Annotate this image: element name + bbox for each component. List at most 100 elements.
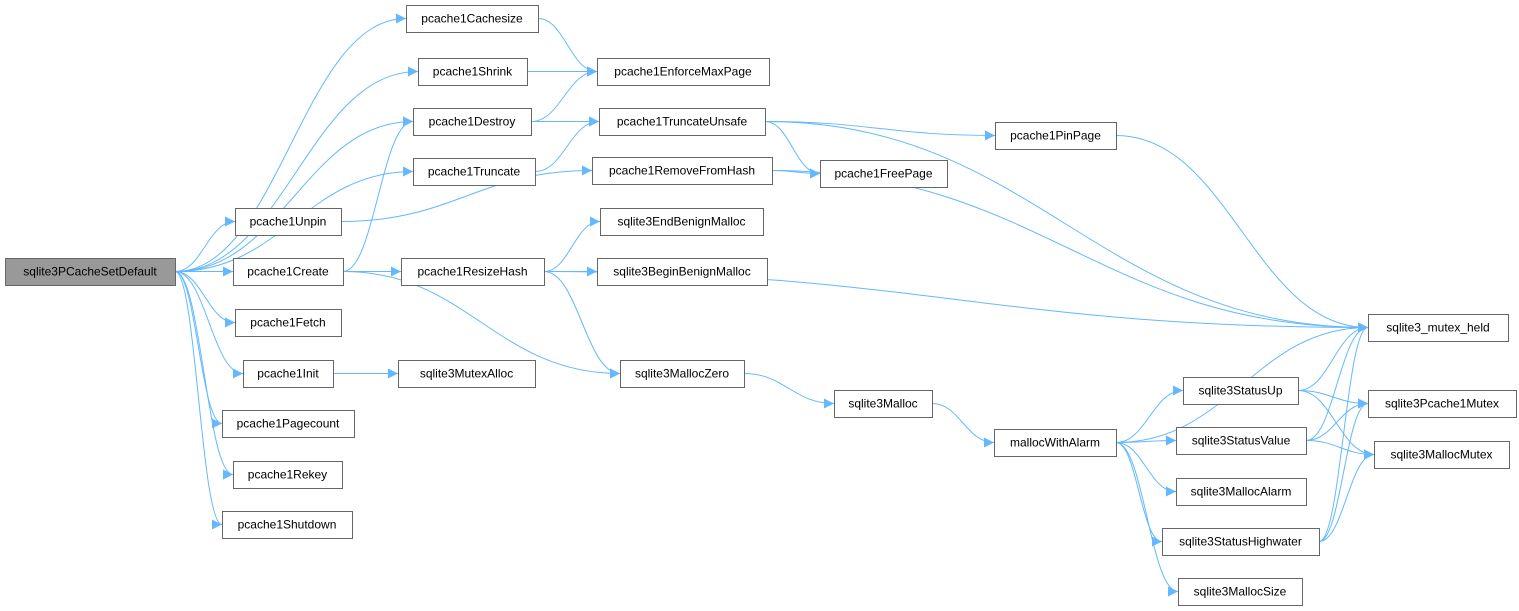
node-fetch[interactable]: pcache1Fetch (235, 309, 342, 337)
edge-truncunsafe-to-pinpage (764, 121, 996, 141)
edge-root-to-destroy (174, 116, 414, 272)
node-mutexheld[interactable]: sqlite3_mutex_held (1368, 314, 1509, 342)
edge-root-to-fetch (174, 271, 236, 328)
node-create[interactable]: pcache1Create (233, 258, 344, 286)
node-create-box (233, 258, 344, 286)
edge-mallocwithalarm-to-mallocalarm (1115, 442, 1177, 497)
node-statushighwater[interactable]: sqlite3StatusHighwater (1162, 528, 1320, 556)
edge-create-to-destroy (342, 116, 414, 272)
edge-malloc-to-mallocwithalarm (931, 403, 995, 448)
node-endbenign[interactable]: sqlite3EndBenignMalloc (600, 208, 764, 236)
node-mallocwithalarm-label: mallocWithAlarm (1010, 436, 1100, 450)
node-enforce[interactable]: pcache1EnforceMaxPage (597, 58, 770, 86)
node-malloczero-label: sqlite3MallocZero (635, 367, 729, 381)
node-resizehash[interactable]: pcache1ResizeHash (401, 258, 545, 286)
node-malloc-label: sqlite3Malloc (848, 397, 917, 411)
node-truncate-label: pcache1Truncate (428, 165, 521, 179)
node-freepage-box (820, 160, 948, 188)
node-pinpage[interactable]: pcache1PinPage (995, 122, 1117, 150)
node-malloczero-box (620, 360, 745, 388)
node-mutexheld-box (1368, 314, 1509, 342)
node-pcache1mutex[interactable]: sqlite3Pcache1Mutex (1368, 390, 1517, 418)
node-truncunsafe[interactable]: pcache1TruncateUnsafe (599, 108, 766, 136)
node-shrink[interactable]: pcache1Shrink (418, 58, 528, 86)
node-shutdown[interactable]: pcache1Shutdown (222, 511, 353, 539)
node-statushighwater-label: sqlite3StatusHighwater (1179, 535, 1302, 549)
node-shutdown-label: pcache1Shutdown (238, 518, 337, 532)
edge-pinpage-to-mutexheld (1115, 135, 1369, 333)
node-pinpage-box (995, 122, 1117, 150)
node-unpin[interactable]: pcache1Unpin (235, 208, 342, 236)
node-mallocmutex[interactable]: sqlite3MallocMutex (1374, 441, 1510, 469)
edge-cachesize-to-enforce (537, 18, 598, 77)
nodes-layer: sqlite3PCacheSetDefault pcache1Cachesize p… (5, 5, 1517, 606)
edge-statusup-to-mutexheld (1297, 322, 1369, 391)
node-root[interactable]: sqlite3PCacheSetDefault (5, 258, 176, 286)
node-destroy-box (413, 108, 532, 136)
node-pagecount-label: pcache1Pagecount (237, 417, 340, 431)
node-cachesize[interactable]: pcache1Cachesize (406, 5, 539, 33)
node-malloczero[interactable]: sqlite3MallocZero (620, 360, 745, 388)
edge-mallocwithalarm-to-statusvalue (1115, 435, 1177, 446)
node-malloc-box (834, 390, 933, 418)
node-destroy-label: pcache1Destroy (429, 115, 516, 129)
edge-destroy-to-enforce (530, 66, 598, 122)
edge-mallocwithalarm-to-statusup (1115, 385, 1184, 443)
node-mallocwithalarm-box (994, 429, 1117, 457)
node-removehash[interactable]: pcache1RemoveFromHash (592, 157, 773, 185)
node-unpin-label: pcache1Unpin (250, 215, 327, 229)
edge-resizehash-to-malloczero (543, 271, 621, 379)
node-unpin-box (235, 208, 342, 236)
node-mutexalloc-box (398, 360, 536, 388)
node-pinpage-label: pcache1PinPage (1010, 129, 1101, 143)
node-endbenign-label: sqlite3EndBenignMalloc (617, 215, 745, 229)
edge-statushighwater-to-pcache1mutex (1318, 398, 1369, 542)
node-beginbenign-box (597, 258, 768, 286)
edge-statushighwater-to-mutexheld (1318, 322, 1369, 542)
node-removehash-box (592, 157, 773, 185)
node-beginbenign-label: sqlite3BeginBenignMalloc (613, 265, 750, 279)
node-mallocwithalarm[interactable]: mallocWithAlarm (994, 429, 1117, 457)
node-shutdown-box (222, 511, 353, 539)
node-mallocalarm[interactable]: sqlite3MallocAlarm (1176, 478, 1307, 506)
edge-truncunsafe-to-freepage (764, 121, 821, 179)
edge-root-to-shutdown (174, 271, 223, 530)
node-freepage[interactable]: pcache1FreePage (820, 160, 948, 188)
node-cachesize-label: pcache1Cachesize (421, 12, 523, 26)
node-statushighwater-box (1162, 528, 1320, 556)
edge-root-to-pagecount (174, 271, 223, 429)
node-mallocmutex-box (1374, 441, 1510, 469)
edge-statushighwater-to-mallocmutex (1318, 449, 1375, 542)
node-mallocsize[interactable]: sqlite3MallocSize (1178, 578, 1303, 606)
node-init[interactable]: pcache1Init (243, 360, 334, 388)
node-cachesize-box (406, 5, 539, 33)
node-resizehash-box (401, 258, 545, 286)
edges-layer (174, 13, 1375, 597)
node-rekey[interactable]: pcache1Rekey (233, 461, 343, 489)
node-beginbenign[interactable]: sqlite3BeginBenignMalloc (597, 258, 768, 286)
node-truncate[interactable]: pcache1Truncate (413, 158, 536, 186)
node-malloc[interactable]: sqlite3Malloc (834, 390, 933, 418)
edge-removehash-to-mutexheld (771, 170, 1369, 333)
node-mutexalloc[interactable]: sqlite3MutexAlloc (398, 360, 536, 388)
edge-root-to-init (174, 271, 244, 379)
node-root-label: sqlite3PCacheSetDefault (23, 265, 157, 279)
edge-resizehash-to-endbenign (543, 216, 601, 272)
node-enforce-box (597, 58, 770, 86)
node-destroy[interactable]: pcache1Destroy (413, 108, 532, 136)
edge-malloczero-to-malloc (743, 373, 835, 409)
edge-root-to-rekey (174, 271, 234, 480)
node-shrink-label: pcache1Shrink (433, 65, 513, 79)
edge-truncunsafe-to-mutexheld (764, 121, 1369, 333)
node-statusvalue[interactable]: sqlite3StatusValue (1176, 427, 1307, 455)
edge-root-to-cachesize (174, 13, 407, 272)
edge-root-to-shrink (174, 66, 419, 272)
edge-truncate-to-truncunsafe (534, 116, 600, 172)
node-pagecount[interactable]: pcache1Pagecount (222, 410, 355, 438)
node-mallocalarm-box (1176, 478, 1307, 506)
node-statusup[interactable]: sqlite3StatusUp (1183, 377, 1299, 405)
node-mutexheld-label: sqlite3_mutex_held (1386, 321, 1489, 335)
node-create-label: pcache1Create (247, 265, 329, 279)
node-mallocalarm-label: sqlite3MallocAlarm (1191, 485, 1292, 499)
node-statusvalue-label: sqlite3StatusValue (1192, 434, 1291, 448)
